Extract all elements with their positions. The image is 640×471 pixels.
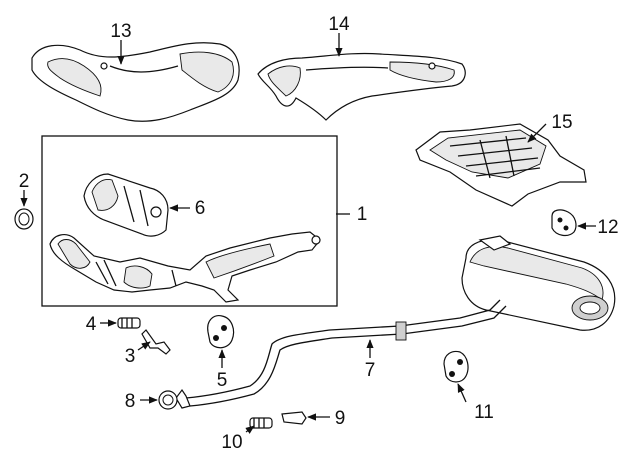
- callout-4: 4: [86, 314, 97, 335]
- hanger-11[interactable]: [443, 350, 469, 383]
- center-exhaust-pipe[interactable]: [175, 299, 507, 409]
- gasket-8[interactable]: [158, 390, 178, 410]
- bolt-3[interactable]: [141, 329, 171, 355]
- callout-7: 7: [365, 360, 376, 381]
- callout-2: 2: [19, 171, 30, 192]
- callout-9: 9: [335, 408, 346, 429]
- stud-4[interactable]: [117, 317, 141, 329]
- converter-insulator[interactable]: [83, 173, 169, 237]
- heat-shield-rear[interactable]: [257, 52, 466, 121]
- heat-shield-floor[interactable]: [415, 123, 587, 207]
- callout-1: 1: [357, 204, 368, 225]
- gasket-2[interactable]: [14, 208, 34, 230]
- callout-15: 15: [551, 112, 572, 133]
- bolt-9[interactable]: [281, 411, 307, 425]
- muffler-assembly[interactable]: [461, 235, 616, 331]
- front-pipe-converter-assembly[interactable]: [49, 231, 321, 303]
- hanger-5[interactable]: [207, 315, 235, 349]
- callout-11: 11: [474, 402, 494, 423]
- callout-8: 8: [125, 391, 136, 412]
- hanger-12[interactable]: [551, 209, 577, 237]
- leader-lines: [20, 33, 596, 434]
- callout-14: 14: [328, 14, 350, 35]
- callout-5: 5: [217, 370, 228, 391]
- heat-shield-front[interactable]: [31, 42, 240, 122]
- assembly-box-1: [41, 135, 338, 307]
- callout-10: 10: [221, 432, 242, 453]
- callout-13: 13: [110, 21, 131, 42]
- callout-12: 12: [597, 217, 618, 238]
- callout-3: 3: [125, 346, 136, 367]
- callout-6: 6: [195, 198, 206, 219]
